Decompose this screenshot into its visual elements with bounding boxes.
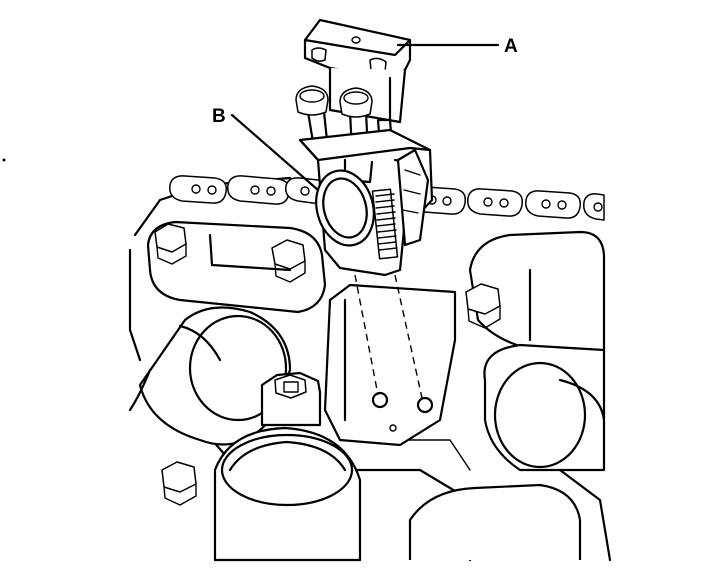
callout-b-label: B (212, 106, 226, 127)
callout-b-leader (230, 113, 320, 192)
callout-b: B (212, 106, 320, 192)
callout-a: A (396, 36, 518, 57)
camshaft-right (483, 343, 606, 472)
center-socket-bolt (260, 371, 322, 427)
holder-bolts (295, 85, 394, 154)
holder-base-plate (323, 283, 457, 447)
alignment-dashes (354, 274, 423, 399)
lower-left-bolt (161, 461, 197, 506)
scan-dot (2, 158, 6, 162)
callout-a-label: A (504, 36, 518, 57)
tensioner-spring (371, 188, 399, 260)
tensioner-holder-body (298, 128, 434, 277)
bearing-bore (213, 426, 362, 562)
bearing-cap-left (146, 220, 327, 314)
bearing-cap-right (465, 230, 606, 354)
lower-right-bearing (408, 483, 582, 560)
